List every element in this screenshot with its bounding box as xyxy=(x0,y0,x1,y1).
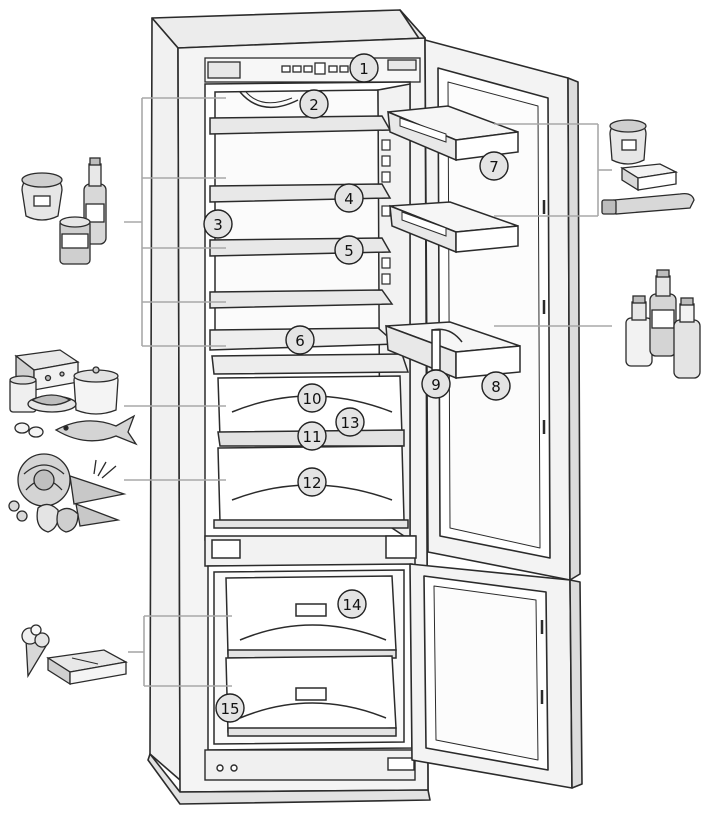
shelf-4 xyxy=(209,289,394,309)
freezer-drawers xyxy=(225,575,397,737)
callout-8: 8 xyxy=(481,371,511,401)
callout-circle xyxy=(297,467,327,497)
callout-label: 8 xyxy=(491,378,501,396)
callout-7: 7 xyxy=(479,151,509,181)
compartment-divider xyxy=(204,535,417,567)
callout-5: 5 xyxy=(334,235,364,265)
fridge-door xyxy=(424,39,581,581)
crisper-cover xyxy=(211,353,410,375)
shelf-supports xyxy=(381,139,391,285)
callout-label: 2 xyxy=(309,96,319,114)
base xyxy=(204,749,416,781)
callout-12: 12 xyxy=(297,467,327,497)
leader-lines xyxy=(124,97,612,687)
callout-circle xyxy=(285,325,315,355)
callout-circle xyxy=(349,53,379,83)
callout-6: 6 xyxy=(285,325,315,355)
ice-cream-icon xyxy=(21,624,128,686)
callout-11: 11 xyxy=(297,421,327,451)
control-panel xyxy=(204,57,421,83)
callout-label: 11 xyxy=(302,428,321,446)
callout-circle xyxy=(421,369,451,399)
callout-9: 9 xyxy=(421,369,451,399)
callout-circle xyxy=(337,589,367,619)
callout-circle xyxy=(297,383,327,413)
callout-1: 1 xyxy=(349,53,379,83)
callout-circle xyxy=(215,693,245,723)
callout-15: 15 xyxy=(215,693,245,723)
callout-label: 9 xyxy=(431,376,441,394)
callout-circle xyxy=(481,371,511,401)
callout-label: 12 xyxy=(302,474,321,492)
callout-13: 13 xyxy=(335,407,365,437)
vegetables-icon xyxy=(8,453,127,533)
freezer-door xyxy=(409,563,583,789)
callout-circle xyxy=(203,209,233,239)
callout-circle xyxy=(334,183,364,213)
butter-and-jar-icon xyxy=(609,119,679,192)
callout-circle xyxy=(479,151,509,181)
callout-label: 5 xyxy=(344,242,354,260)
callout-label: 7 xyxy=(489,158,499,176)
callout-label: 14 xyxy=(342,596,361,614)
callout-label: 10 xyxy=(302,390,321,408)
callout-14: 14 xyxy=(337,589,367,619)
callout-circle xyxy=(335,407,365,437)
door-racks xyxy=(385,105,521,380)
jars-and-bottle-icon xyxy=(21,157,107,265)
callout-circle xyxy=(299,89,329,119)
callout-label: 6 xyxy=(295,332,305,350)
tube-icon xyxy=(601,192,695,215)
bottles-icon xyxy=(625,269,701,379)
callout-4: 4 xyxy=(334,183,364,213)
callout-circle xyxy=(334,235,364,265)
callout-label: 15 xyxy=(220,700,239,718)
callout-circle xyxy=(297,421,327,451)
callout-label: 13 xyxy=(340,414,359,432)
callout-3: 3 xyxy=(203,209,233,239)
cheese-fish-pot-icon xyxy=(9,349,138,446)
shelf-1 xyxy=(209,115,392,135)
callout-label: 3 xyxy=(213,216,223,234)
callout-2: 2 xyxy=(299,89,329,119)
callout-10: 10 xyxy=(297,383,327,413)
callout-label: 4 xyxy=(344,190,354,208)
callout-label: 1 xyxy=(359,60,369,78)
